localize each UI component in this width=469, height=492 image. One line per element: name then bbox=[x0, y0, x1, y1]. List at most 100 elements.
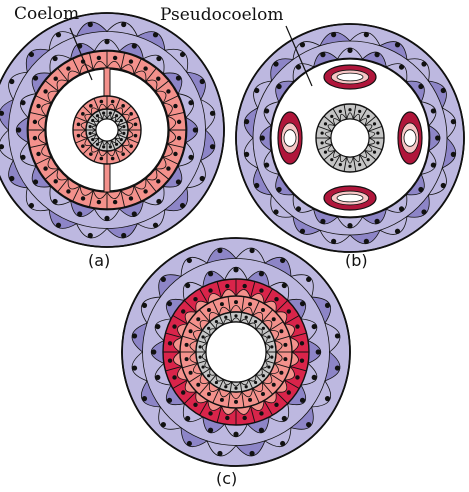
cell-nucleus bbox=[131, 365, 138, 371]
cell-boundary bbox=[261, 335, 268, 344]
cell-nucleus bbox=[283, 342, 288, 347]
cell-wall bbox=[120, 190, 126, 208]
cell-nucleus bbox=[234, 300, 238, 305]
cell-nucleus bbox=[55, 32, 62, 38]
mesoderm-patch bbox=[323, 185, 377, 211]
cell-wall bbox=[98, 139, 104, 150]
cell-nucleus bbox=[201, 335, 205, 339]
cell-nucleus bbox=[131, 333, 138, 339]
cell-nucleus bbox=[348, 164, 352, 168]
mesoderm-patch-core bbox=[336, 193, 364, 203]
cell-nucleus bbox=[376, 141, 380, 145]
cell-wall bbox=[212, 388, 220, 404]
outer-mesoderm-a bbox=[27, 50, 187, 210]
cell-nucleus bbox=[324, 396, 331, 402]
cell-nucleus bbox=[299, 397, 306, 403]
cell-nucleus bbox=[270, 355, 274, 359]
cell-nucleus bbox=[366, 158, 370, 162]
cell-boundary bbox=[79, 185, 94, 196]
cell-boundary bbox=[106, 190, 122, 199]
cell-wall bbox=[145, 178, 157, 193]
cell-boundary bbox=[80, 129, 88, 139]
cell-nucleus bbox=[121, 152, 125, 156]
cell-boundary bbox=[324, 137, 333, 145]
ectoderm-c-outline bbox=[121, 237, 351, 467]
cell-nucleus bbox=[259, 411, 264, 416]
cell-wall bbox=[241, 391, 245, 408]
cell-boundary bbox=[274, 340, 283, 353]
cell-boundary bbox=[84, 114, 93, 123]
cell-boundary bbox=[106, 149, 116, 157]
cell-boundary bbox=[97, 116, 104, 123]
ectoderm-cell bbox=[428, 124, 441, 152]
cell-nucleus bbox=[185, 415, 191, 422]
cell-nucleus bbox=[16, 127, 22, 133]
cell-boundary bbox=[231, 317, 241, 323]
cell-wall bbox=[126, 137, 139, 144]
cell-boundary bbox=[41, 102, 52, 117]
cell-nucleus bbox=[249, 247, 255, 254]
cell-nucleus bbox=[260, 391, 265, 396]
cell-wall bbox=[367, 125, 383, 132]
ectoderm-cell bbox=[441, 137, 456, 169]
ectoderm-cell bbox=[253, 166, 273, 196]
cell-nucleus bbox=[295, 375, 300, 380]
cell-boundary bbox=[346, 156, 354, 164]
cell-wall bbox=[250, 281, 256, 299]
ectoderm-cell bbox=[235, 440, 266, 457]
cell-nucleus bbox=[193, 402, 198, 407]
cell-boundary bbox=[199, 320, 210, 331]
cell-wall bbox=[110, 110, 116, 121]
cell-nucleus bbox=[207, 374, 211, 378]
cell-boundary bbox=[56, 79, 69, 92]
endoderm-a bbox=[85, 108, 129, 152]
ectoderm-cell bbox=[319, 229, 351, 244]
cell-wall bbox=[352, 104, 357, 120]
cell-nucleus bbox=[435, 135, 441, 141]
ectoderm-cell bbox=[118, 200, 144, 217]
ectoderm-cell bbox=[0, 98, 14, 131]
cell-nucleus bbox=[376, 131, 380, 135]
cell-wall bbox=[121, 144, 132, 155]
cell-boundary bbox=[110, 116, 117, 123]
cell-wall bbox=[263, 288, 273, 304]
cell-wall bbox=[35, 95, 52, 104]
cell-wall bbox=[188, 321, 203, 331]
cell-nucleus bbox=[280, 440, 286, 447]
cell-nucleus bbox=[172, 324, 177, 329]
cell-nucleus bbox=[28, 51, 35, 58]
cell-boundary bbox=[367, 131, 376, 139]
cell-wall bbox=[248, 315, 254, 325]
cell-nucleus bbox=[430, 108, 436, 114]
cell-boundary bbox=[209, 328, 217, 336]
cell-nucleus bbox=[320, 141, 324, 145]
cell-wall bbox=[145, 67, 157, 82]
cell-wall bbox=[359, 108, 368, 122]
cell-wall bbox=[155, 80, 170, 92]
cell-boundary bbox=[262, 373, 273, 384]
cell-wall bbox=[165, 332, 183, 338]
cell-wall bbox=[182, 335, 198, 342]
cell-boundary bbox=[324, 131, 333, 139]
cell-nucleus bbox=[264, 108, 270, 114]
cell-wall bbox=[289, 366, 307, 372]
cell-boundary bbox=[199, 373, 210, 384]
cell-nucleus bbox=[185, 282, 191, 289]
cell-nucleus bbox=[179, 51, 186, 58]
cell-wall bbox=[167, 111, 185, 117]
ectoderm-b-outline bbox=[235, 23, 465, 253]
cell-wall bbox=[184, 391, 197, 404]
cell-wall bbox=[126, 116, 139, 123]
ectoderm-cell bbox=[361, 51, 387, 68]
cell-nucleus bbox=[32, 119, 38, 125]
cell-nucleus bbox=[254, 87, 260, 94]
cell-nucleus bbox=[152, 32, 159, 38]
ectoderm-cell bbox=[378, 41, 408, 61]
cell-boundary bbox=[193, 362, 203, 375]
cell-wall bbox=[93, 149, 100, 162]
cell-nucleus bbox=[198, 345, 202, 349]
cell-nucleus bbox=[233, 431, 239, 437]
cell-nucleus bbox=[311, 374, 317, 381]
cell-wall bbox=[114, 98, 121, 111]
cell-nucleus bbox=[167, 341, 173, 346]
